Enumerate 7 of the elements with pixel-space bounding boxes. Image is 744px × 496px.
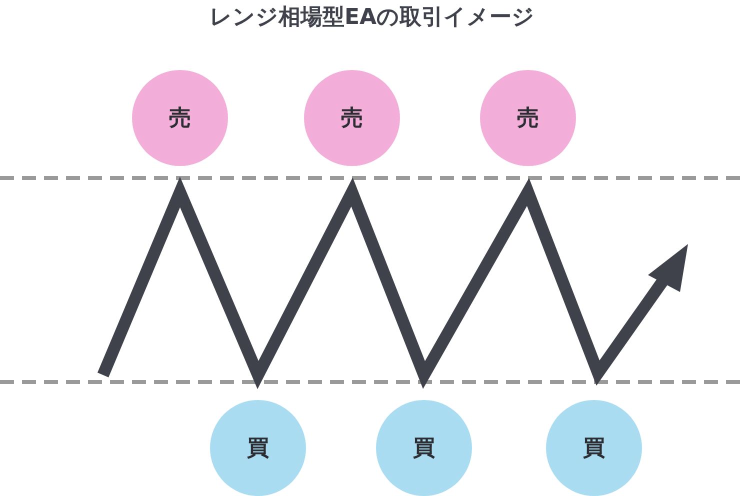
signal-circle: 買 (546, 400, 642, 496)
signal-circle: 買 (210, 400, 306, 496)
signal-circle: 売 (480, 70, 576, 166)
diagram-title: レンジ相場型EAの取引イメージ (208, 4, 536, 32)
signal-circle: 売 (132, 70, 228, 166)
signal-circle: 買 (376, 400, 472, 496)
signal-circle: 売 (304, 70, 400, 166)
